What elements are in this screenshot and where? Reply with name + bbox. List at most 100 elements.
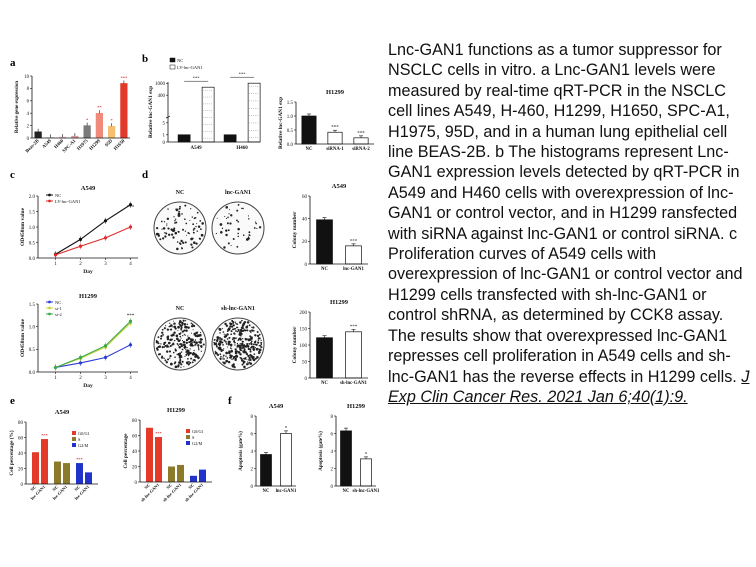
colony-dot	[223, 246, 226, 249]
bar	[327, 131, 343, 145]
y-tick-label: 0	[27, 137, 30, 142]
colony-label: sh-lnc-GAN1	[221, 306, 255, 312]
colony-dot	[183, 320, 185, 322]
colony-dot	[238, 345, 241, 348]
colony-dot	[158, 345, 162, 348]
colony-dot	[237, 232, 240, 235]
colony-dot	[230, 333, 233, 336]
colony-dot	[251, 338, 253, 340]
colony-dot	[231, 358, 233, 361]
colony-dot	[166, 223, 168, 225]
bar	[120, 83, 128, 139]
legend-marker	[48, 312, 51, 316]
y-tick-label: 1	[163, 134, 166, 139]
x-tick-label: 3	[104, 376, 107, 381]
legend-label: LV-lnc-GAN1	[55, 199, 81, 204]
colony-dot	[181, 348, 183, 350]
colony-dot	[190, 332, 192, 334]
colony-dot	[163, 327, 166, 330]
figure-caption: Lnc-GAN1 functions as a tumor suppressor…	[388, 40, 754, 407]
colony-dot	[157, 234, 160, 237]
colony-dot	[189, 219, 191, 222]
colony-dot	[174, 348, 177, 351]
colony-dot	[188, 341, 191, 344]
colony-dot	[244, 345, 248, 348]
y-axis-label: Apoptosis (gate%)	[239, 431, 244, 471]
y-tick-label: 0.0	[29, 257, 36, 262]
colony-dot	[168, 346, 170, 348]
colony-dot	[180, 343, 183, 346]
x-tick-label: 1	[54, 376, 57, 381]
bar	[95, 112, 103, 139]
x-tick-label: 2	[79, 376, 82, 381]
x-tick-label: siRNA-2	[352, 147, 370, 152]
y-tick-label: 2	[251, 467, 254, 472]
colony-dot	[232, 324, 235, 327]
colony-dot	[248, 322, 250, 324]
colony-dot	[197, 331, 199, 333]
colony-dot	[231, 338, 234, 341]
colony-dot	[169, 357, 171, 359]
x-tick-label: NC	[321, 381, 328, 386]
colony-dot	[241, 337, 244, 340]
chart-title: A549	[332, 183, 347, 190]
legend-marker	[48, 300, 51, 304]
colony-dot	[176, 247, 179, 251]
colony-dot	[233, 365, 236, 369]
colony-dot	[164, 359, 167, 362]
colony-dot	[180, 239, 183, 243]
y-tick-label: 4	[27, 112, 30, 117]
colony-dot	[169, 354, 172, 358]
colony-dot	[254, 347, 257, 349]
x-tick-label: 1	[54, 262, 57, 267]
y-tick-label: 0.5	[287, 129, 294, 134]
colony-dot	[174, 231, 178, 235]
bar	[201, 86, 215, 143]
y-tick-label: 8	[27, 87, 30, 92]
colony-dot	[190, 340, 193, 343]
colony-dot	[200, 350, 202, 352]
colony-dot	[191, 216, 194, 218]
chart-title: A549	[81, 185, 96, 192]
colony-dot	[177, 344, 180, 346]
y-tick-label: 0.0	[287, 143, 294, 148]
x-tick-label: lnc-GAN1	[343, 267, 364, 272]
colony-dot	[171, 343, 174, 346]
colony-dot	[164, 341, 167, 344]
y-tick-label: 4	[331, 450, 334, 455]
x-tick-label: NC	[73, 484, 81, 492]
colony-dot	[185, 349, 187, 351]
colony-dot	[229, 325, 231, 328]
colony-dot	[160, 337, 162, 340]
colony-dot	[241, 347, 243, 350]
colony-dot	[239, 328, 243, 332]
colony-dot	[237, 339, 240, 342]
colony-dot	[170, 328, 173, 331]
y-tick-label: 40	[132, 450, 138, 455]
colony-label: NC	[176, 306, 185, 312]
colony-dot	[189, 348, 191, 350]
x-axis-label: Day	[83, 269, 93, 275]
colony-dot	[176, 241, 179, 243]
colony-dot	[248, 324, 251, 327]
significance-label: ***	[350, 239, 358, 244]
legend-label: NC	[55, 300, 61, 305]
colony-dot	[181, 340, 184, 342]
colony-dot	[178, 356, 182, 359]
colony-dot	[255, 343, 258, 346]
colony-dot	[160, 335, 163, 338]
bar-chart-b: NC***siRNA-1***siRNA-20.00.51.01.5H1299R…	[278, 89, 374, 152]
colony-dot	[194, 339, 197, 341]
legend-label: S	[78, 437, 81, 442]
colony-dot	[226, 333, 229, 336]
colony-dot	[260, 341, 263, 344]
colony-dot	[228, 213, 230, 215]
colony-dot	[200, 233, 204, 237]
bar	[146, 427, 153, 482]
colony-dot	[253, 359, 256, 362]
citation-link[interactable]: J Exp Clin Cancer Res. 2021 Jan 6;40(1):…	[388, 367, 750, 406]
colony-dot	[230, 214, 233, 217]
